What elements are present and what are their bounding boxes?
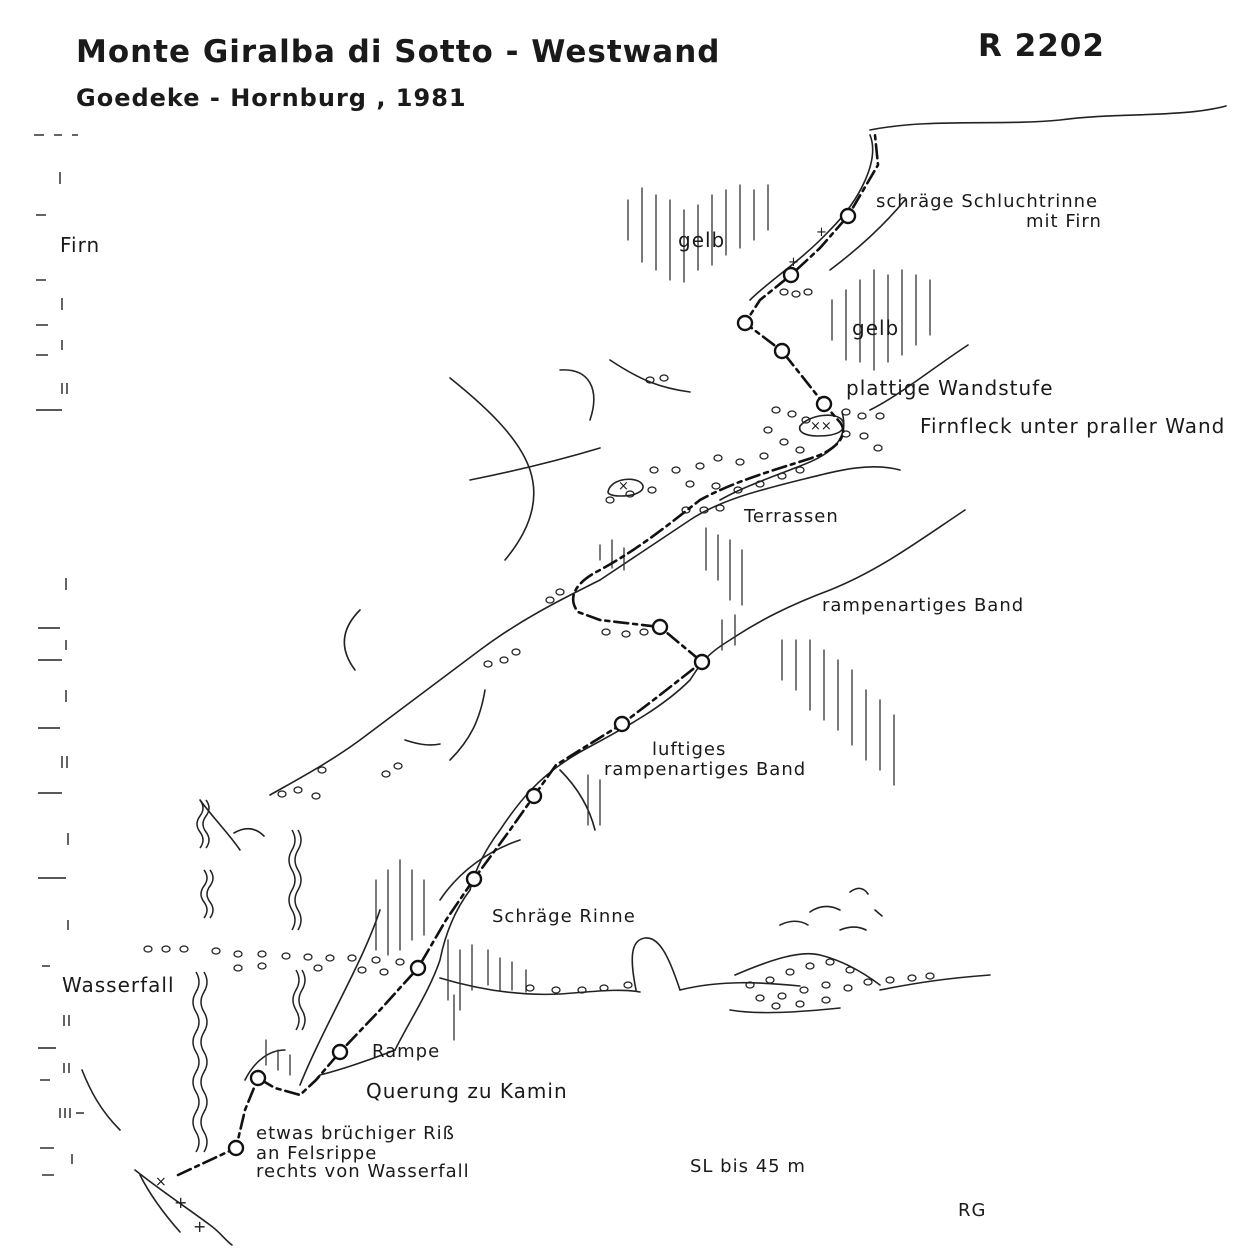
label-rampe: Rampe [372, 1041, 440, 1062]
label-wandstufe: plattige Wandstufe [846, 376, 1054, 400]
svg-text:+: + [174, 1193, 187, 1212]
label-wasserfall: Wasserfall [62, 973, 175, 997]
label-terrassen: Terrassen [743, 506, 839, 527]
label-luftig-line1: luftiges [652, 739, 726, 760]
author-initials: RG [958, 1200, 986, 1221]
first-ascent-authors: Goedeke - Hornburg , 1981 [76, 84, 467, 112]
label-gelb-upper: gelb [678, 228, 725, 252]
start-marks: × + + + + [155, 225, 827, 1236]
svg-text:+: + [788, 255, 799, 270]
diagram-title: Monte Giralba di Sotto - Westwand [76, 34, 720, 70]
label-riss-line3: rechts von Wasserfall [256, 1161, 470, 1182]
label-schluchtrinne-line2: mit Firn [1026, 211, 1102, 232]
label-firn: Firn [60, 233, 100, 257]
svg-text:+: + [193, 1217, 206, 1236]
pitch-length-note: SL bis 45 m [690, 1156, 806, 1177]
svg-text:×: × [618, 479, 629, 494]
belay-stations [227, 207, 857, 1157]
svg-text:××: ×× [810, 419, 832, 434]
scree-ledges: × ×× [143, 288, 935, 1010]
label-luftig-line2: rampenartiges Band [604, 759, 806, 780]
route-number: R 2202 [978, 28, 1105, 64]
label-schluchtrinne-line1: schräge Schluchtrinne [876, 191, 1098, 212]
label-riss-line2: an Felsrippe [256, 1143, 377, 1164]
svg-text:×: × [155, 1174, 167, 1190]
hatching [265, 184, 931, 1076]
height-scale [34, 134, 84, 1176]
label-riss-line1: etwas brüchiger Riß [256, 1123, 455, 1144]
label-rampenband: rampenartiges Band [822, 595, 1024, 616]
label-gelb-right: gelb [852, 316, 899, 340]
label-querung: Querung zu Kamin [366, 1079, 568, 1103]
rock-outlines [81, 105, 1227, 1246]
waterfalls [192, 799, 306, 1153]
label-rinne: Schräge Rinne [492, 906, 636, 927]
svg-text:+: + [816, 225, 827, 240]
climbing-route-line [176, 133, 880, 1177]
label-firnfleck: Firnfleck unter praller Wand [920, 414, 1225, 438]
